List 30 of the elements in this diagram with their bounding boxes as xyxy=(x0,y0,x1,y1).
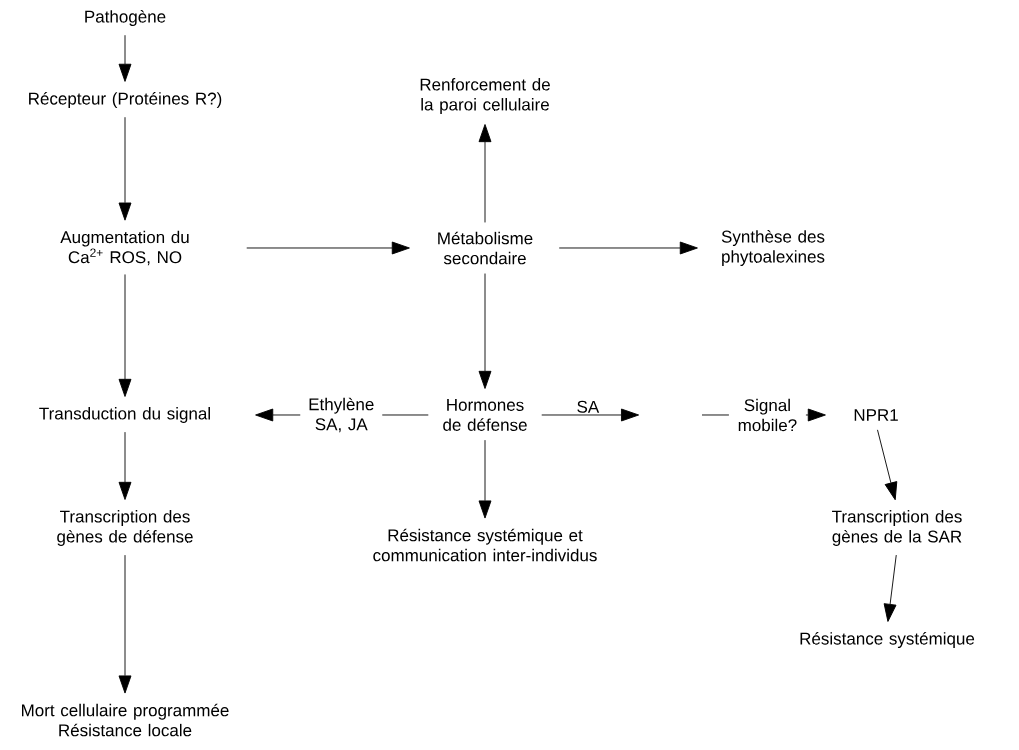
step-text: Synthèse des phytoalexines xyxy=(721,229,825,266)
step-text: Augmentation du Ca$^{2+}$ ROS, NO xyxy=(60,230,189,266)
step-text: Résistance systémique et communication inter-individus xyxy=(373,528,597,562)
arrow xyxy=(118,431,132,500)
arrow xyxy=(118,274,132,397)
arrow xyxy=(478,439,492,519)
step-text: Transduction du signal xyxy=(39,407,210,423)
arrow xyxy=(118,34,132,82)
arrow xyxy=(246,241,410,255)
step-text: Pathogène xyxy=(85,9,166,26)
arrow xyxy=(478,273,492,389)
arrow xyxy=(118,554,132,694)
step-text: Renforcement de la paroi cellulaire xyxy=(420,78,550,114)
arrow xyxy=(877,429,898,501)
step-text: Transcription des gènes de la SAR xyxy=(832,510,962,546)
step-text: Mort cellulaire programmée Résistance locale xyxy=(22,703,229,737)
step-text: Métabolisme secondaire xyxy=(438,231,533,265)
edge-label: SA xyxy=(577,400,600,413)
arrow xyxy=(478,124,492,223)
arrow xyxy=(883,554,897,622)
step-text: NPR1 xyxy=(854,409,898,421)
step-text: Transcription des gènes de défense xyxy=(57,510,193,546)
arrow xyxy=(118,116,132,221)
edge-label: Signal mobile? xyxy=(728,397,806,433)
arrow xyxy=(541,408,640,422)
step-text: Résistance systémique xyxy=(800,632,975,648)
step-text: Récepteur (Protéines R?) xyxy=(29,91,222,108)
edge-label: Ethylène SA, JA xyxy=(300,396,383,434)
arrow xyxy=(558,241,698,255)
step-text: Hormones de défense xyxy=(443,399,527,431)
